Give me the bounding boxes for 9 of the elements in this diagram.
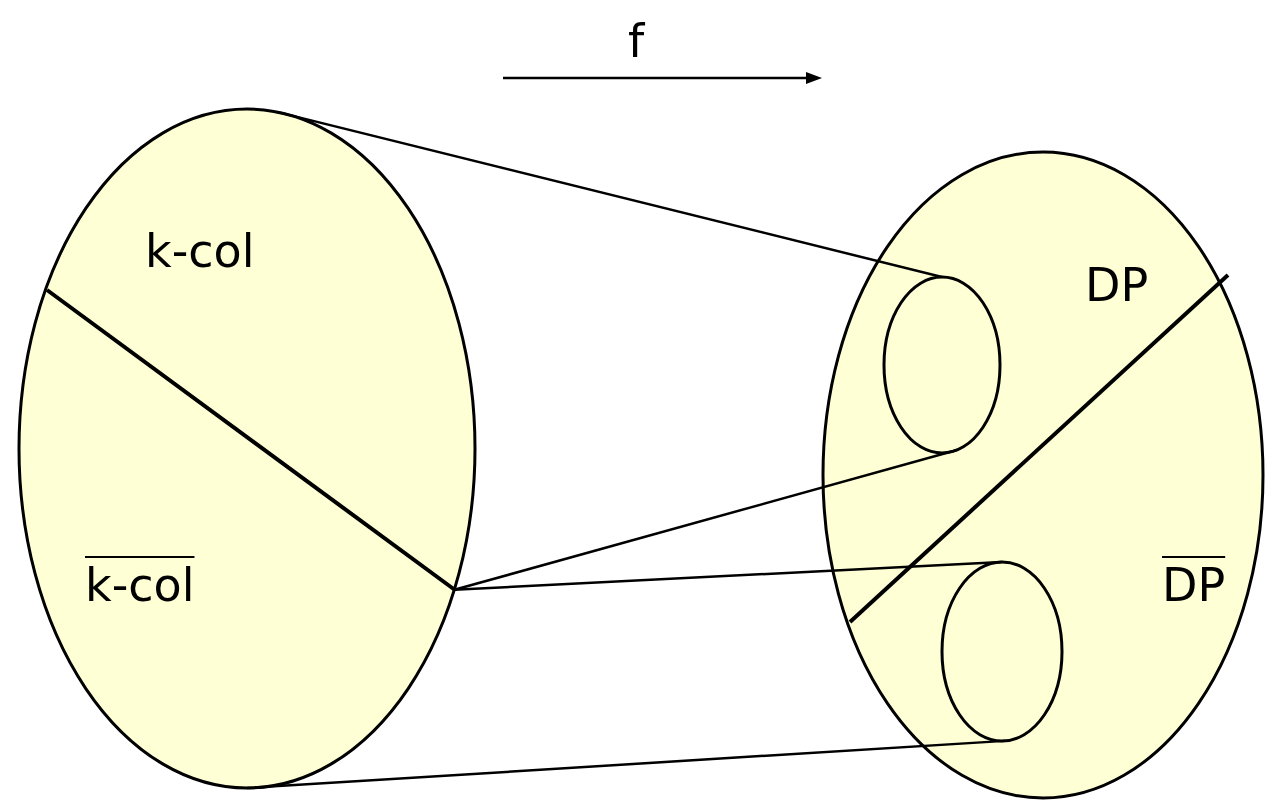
mapping-line [453, 448, 958, 592]
function-label: f [628, 18, 645, 64]
mapping-line [276, 110, 943, 279]
set-label: DP [1162, 562, 1226, 608]
set-label: DP [1085, 262, 1149, 308]
mapping-line [246, 739, 1006, 790]
mapping-line [454, 560, 1003, 592]
set-label: k-col [145, 228, 255, 274]
set-label: k-col [85, 562, 195, 608]
